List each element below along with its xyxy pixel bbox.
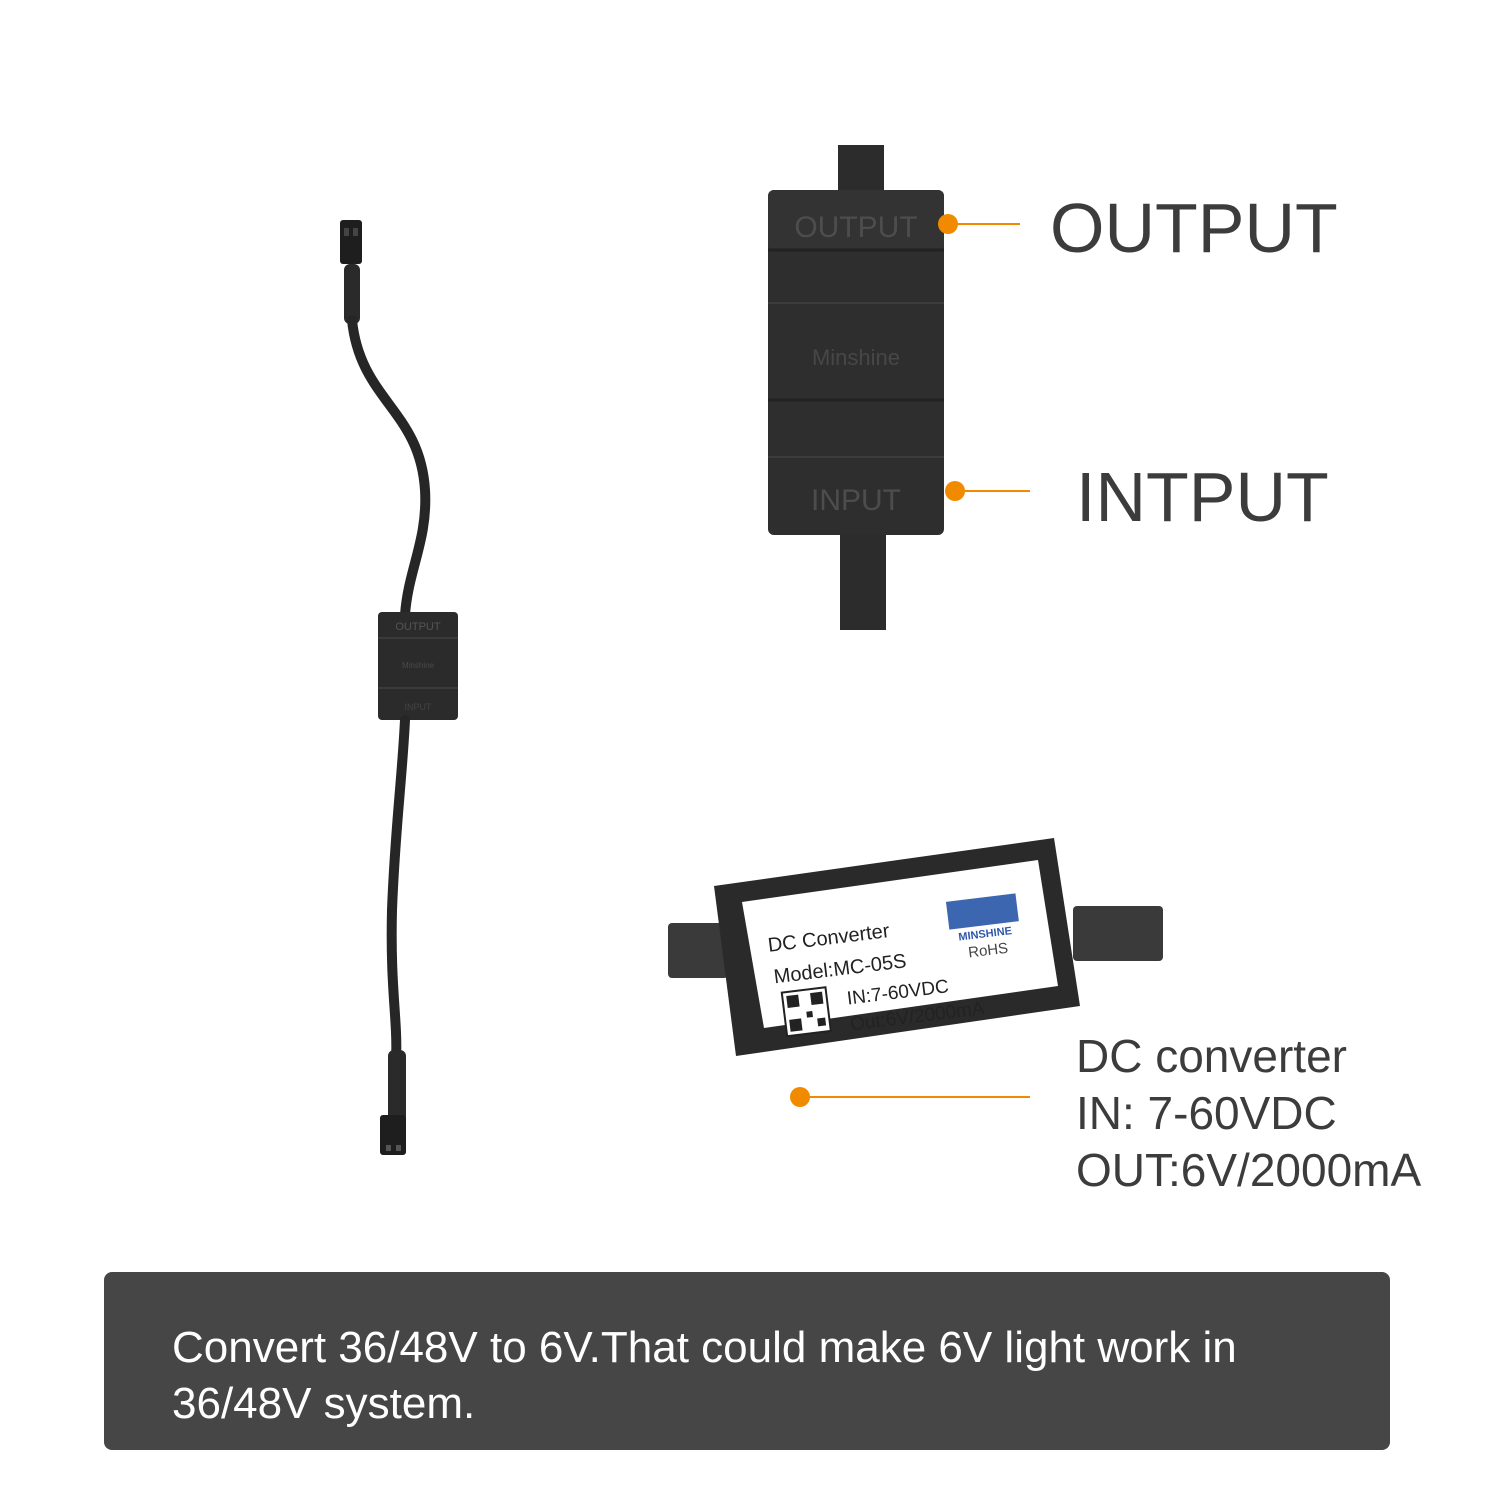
output-callout bbox=[938, 214, 1020, 234]
inline-module-brand: Minshine bbox=[402, 661, 435, 670]
module-brand-engraving: Minshine bbox=[812, 345, 900, 370]
bottom-cable bbox=[386, 715, 410, 1065]
spec-output: OUT:6V/2000mA bbox=[1076, 1144, 1422, 1196]
inline-module-input: INPUT bbox=[405, 702, 433, 712]
input-callout bbox=[945, 481, 1030, 501]
top-cable bbox=[347, 315, 431, 620]
input-label: INTPUT bbox=[1076, 458, 1329, 536]
output-label: OUTPUT bbox=[1050, 189, 1338, 267]
sticker-qr-code bbox=[780, 986, 832, 1038]
converter-label-photo: DC Converter Model:MC-05S MINSHINE RoHS … bbox=[668, 838, 1163, 1056]
caption-box: Convert 36/48V to 6V.That could make 6V … bbox=[104, 1272, 1390, 1450]
module-input-engraving: INPUT bbox=[811, 484, 901, 517]
spec-block: DC converter IN: 7-60VDC OUT:6V/2000mA bbox=[1076, 1028, 1421, 1199]
spec-input: IN: 7-60VDC bbox=[1076, 1087, 1337, 1139]
inline-module-output: OUTPUT bbox=[395, 621, 441, 633]
spec-name: DC converter bbox=[1076, 1030, 1347, 1082]
full-cable-photo: OUTPUT Minshine INPUT bbox=[340, 220, 458, 1155]
sticker-rohs: RoHS bbox=[967, 940, 1009, 962]
caption-text: Convert 36/48V to 6V.That could make 6V … bbox=[172, 1323, 1237, 1428]
module-output-engraving: OUTPUT bbox=[794, 211, 917, 244]
module-closeup-photo: OUTPUT Minshine INPUT bbox=[768, 145, 944, 630]
spec-callout bbox=[790, 1087, 1030, 1107]
